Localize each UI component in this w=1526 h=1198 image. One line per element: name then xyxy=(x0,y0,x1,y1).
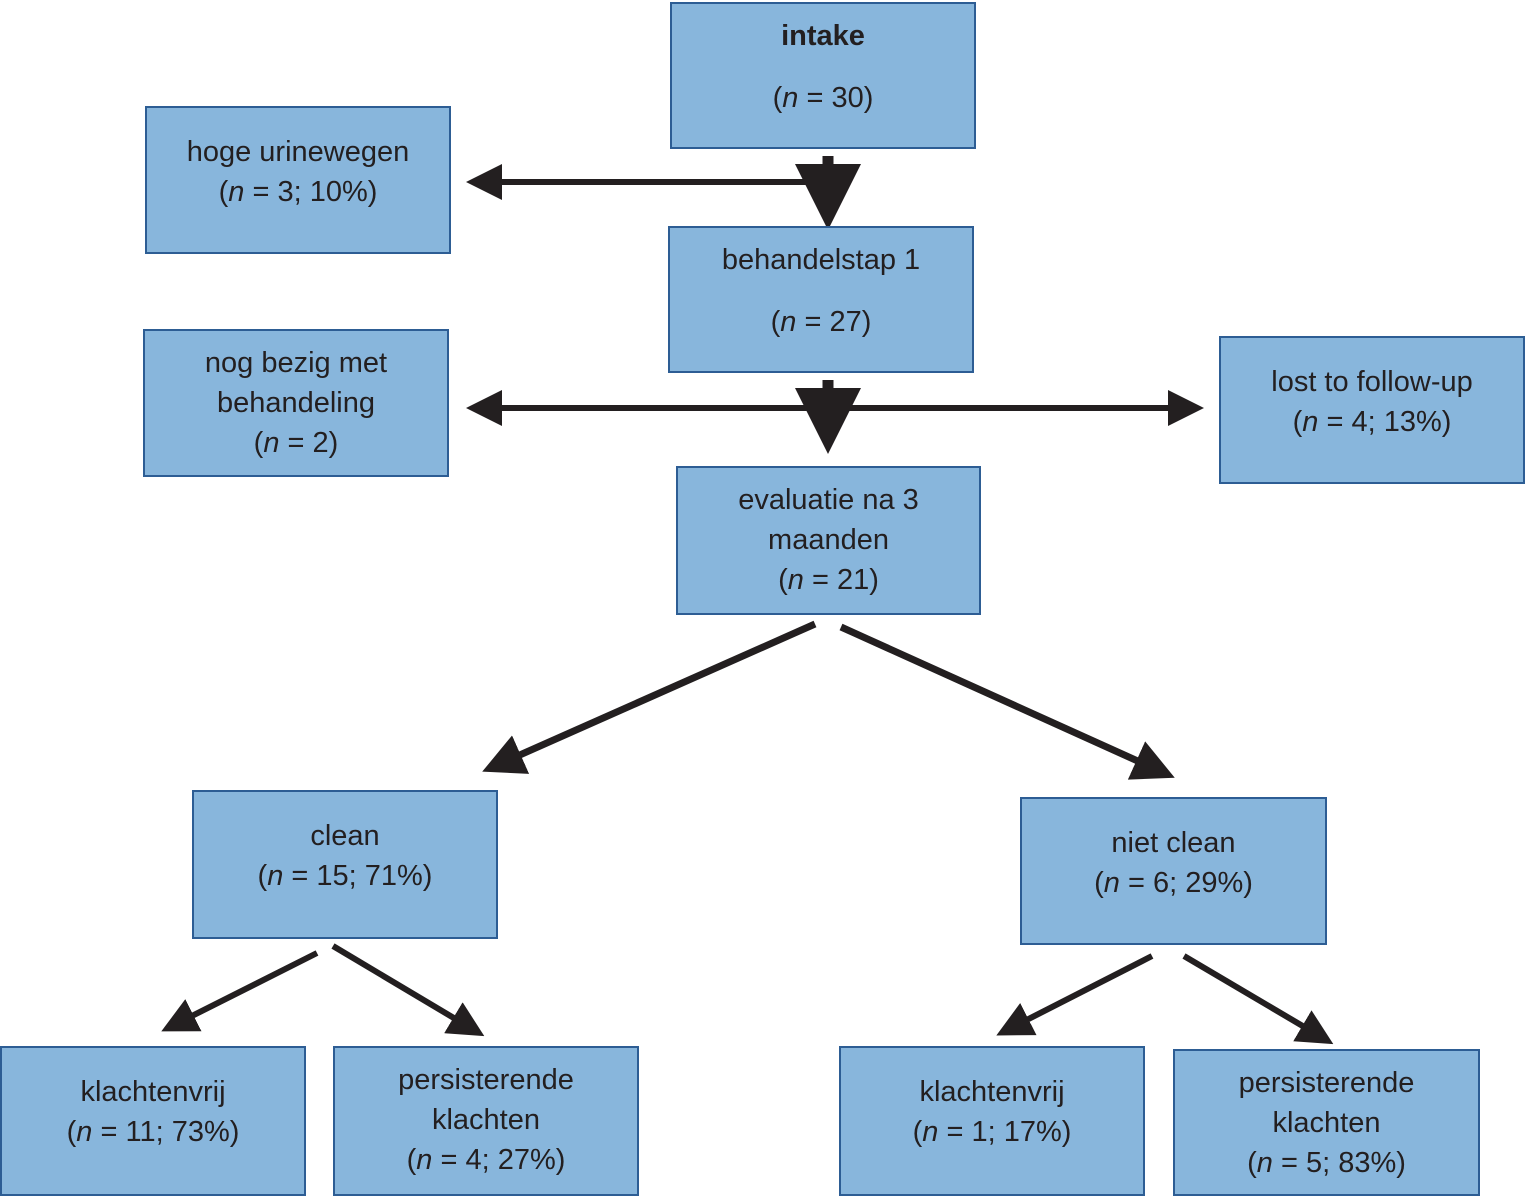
node-pk2-line1: persisterende xyxy=(1238,1067,1415,1099)
node-eval-line1: evaluatie na 3 xyxy=(738,484,919,516)
arrow-eval-to-clean xyxy=(482,620,817,774)
node-nog-line1: nog bezig met xyxy=(204,347,388,379)
node-clean-title: clean xyxy=(310,820,380,852)
node-eval-count: (n = 21) xyxy=(778,564,879,596)
node-kv1-count: (n = 11; 73%) xyxy=(66,1116,240,1148)
node-niet-clean-count: (n = 6; 29%) xyxy=(1094,867,1253,899)
node-clean: clean (n = 15; 71%) xyxy=(192,790,498,939)
arrow-clean-to-persisterende xyxy=(331,943,485,1037)
node-pk1-count: (n = 4; 27%) xyxy=(406,1144,566,1176)
node-intake-count: (n = 30) xyxy=(772,82,874,114)
node-pk1-line2: klachten xyxy=(431,1104,540,1136)
arrow-niet-clean-to-persisterende xyxy=(1182,953,1334,1045)
node-klachtenvrij-niet-clean: klachtenvrij (n = 1; 17%) xyxy=(839,1046,1145,1196)
node-eval-line2: maanden xyxy=(768,524,889,556)
node-evaluatie: evaluatie na 3 maanden (n = 21) xyxy=(676,466,981,615)
node-nog-bezig: nog bezig met behandeling (n = 2) xyxy=(143,329,449,477)
node-stap1-title: behandelstap 1 xyxy=(721,244,921,276)
arrow-niet-clean-to-klachtenvrij xyxy=(996,953,1154,1036)
node-nog-line2: behandeling xyxy=(216,387,376,419)
node-pk2-count: (n = 5; 83%) xyxy=(1247,1147,1406,1179)
node-kv2-count: (n = 1; 17%) xyxy=(912,1116,1072,1148)
node-lost-to-follow-up: lost to follow-up (n = 4; 13%) xyxy=(1219,336,1525,484)
node-persisterende-clean: persisterende klachten (n = 4; 27%) xyxy=(333,1046,639,1196)
node-kv1-title: klachtenvrij xyxy=(80,1076,226,1108)
arrow-clean-to-klachtenvrij xyxy=(161,950,319,1032)
node-pk2-line2: klachten xyxy=(1272,1107,1381,1139)
node-niet-clean-title: niet clean xyxy=(1111,827,1236,859)
node-niet-clean: niet clean (n = 6; 29%) xyxy=(1020,797,1327,945)
node-behandelstap-1: behandelstap 1 (n = 27) xyxy=(668,226,974,373)
node-persisterende-niet-clean: persisterende klachten (n = 5; 83%) xyxy=(1173,1049,1480,1196)
node-intake-title: intake xyxy=(781,20,865,52)
node-intake: intake (n = 30) xyxy=(670,2,976,149)
node-clean-count: (n = 15; 71%) xyxy=(257,860,433,892)
node-nog-count: (n = 2) xyxy=(253,427,339,459)
arrow-eval-to-niet-clean xyxy=(839,623,1175,780)
node-kv2-title: klachtenvrij xyxy=(919,1076,1065,1108)
node-pk1-line1: persisterende xyxy=(398,1064,574,1096)
node-hoge-urinewegen: hoge urinewegen (n = 3; 10%) xyxy=(145,106,451,254)
node-lost-count: (n = 4; 13%) xyxy=(1292,406,1452,438)
node-hoge-title: hoge urinewegen xyxy=(186,136,410,168)
node-lost-title: lost to follow-up xyxy=(1271,366,1473,398)
node-klachtenvrij-clean: klachtenvrij (n = 11; 73%) xyxy=(0,1046,306,1196)
node-hoge-count: (n = 3; 10%) xyxy=(218,176,378,208)
node-stap1-count: (n = 27) xyxy=(770,306,872,338)
